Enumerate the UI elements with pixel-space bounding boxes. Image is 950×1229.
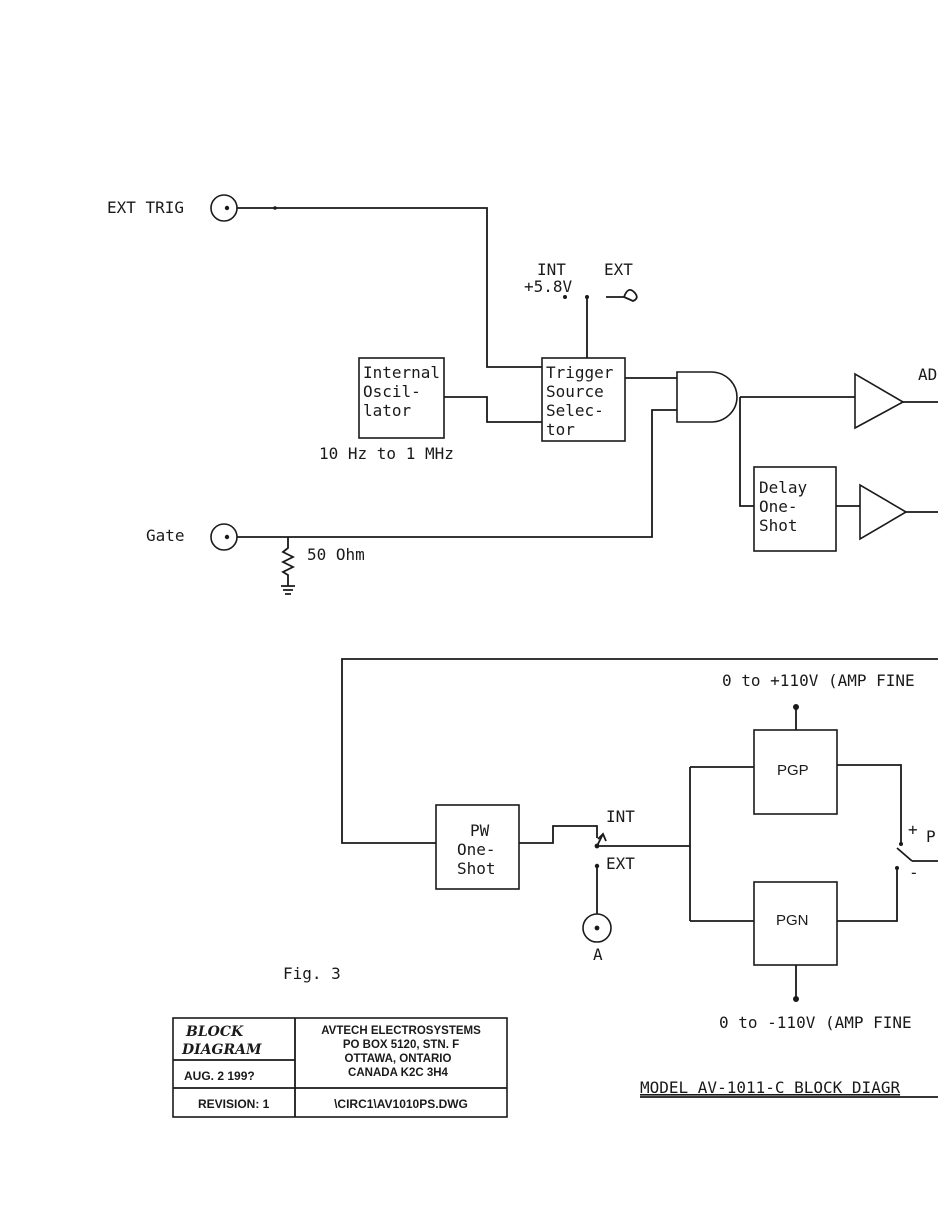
amp-positive-label: 0 to +110V (AMP FINE xyxy=(722,671,915,690)
pgp-label: PGP xyxy=(777,762,809,779)
pw-ext-contact xyxy=(594,863,600,869)
trig-line-4: tor xyxy=(546,420,575,439)
junction-dot xyxy=(273,206,277,210)
title-file-path: \CIRC1\AV1010PS.DWG xyxy=(334,1097,468,1111)
pw-line-2: One- xyxy=(457,840,496,859)
neg-output-contact xyxy=(895,866,899,870)
title-hand-line-2: DIAGRAM xyxy=(181,1042,262,1058)
trig-line-3: Selec- xyxy=(546,401,604,420)
pos-supply-terminal xyxy=(793,704,799,710)
oscillator-frequency-label: 10 Hz to 1 MHz xyxy=(319,444,454,463)
neg-supply-terminal xyxy=(793,996,799,1002)
amp-negative-label: 0 to -110V (AMP FINE xyxy=(719,1013,912,1032)
company-line-1: AVTECH ELECTROSYSTEMS xyxy=(321,1025,481,1037)
fifty-ohm-label: 50 Ohm xyxy=(307,545,365,564)
delay-line-3: Shot xyxy=(759,516,798,535)
pw-line-1: PW xyxy=(470,821,490,840)
model-title: MODEL AV-1011-C BLOCK DIAGR xyxy=(640,1078,900,1097)
title-revision: REVISION: 1 xyxy=(198,1097,270,1111)
pw-line-3: Shot xyxy=(457,859,496,878)
delay-one-shot-block xyxy=(753,466,837,552)
pw-ext-label: EXT xyxy=(606,854,635,873)
company-line-3: OTTAWA, ONTARIO xyxy=(345,1053,452,1065)
pw-int-label: INT xyxy=(606,807,635,826)
connector-a xyxy=(582,913,612,943)
trigger-source-selector-block xyxy=(541,357,626,442)
ad-label-cut: AD xyxy=(918,365,937,384)
ext-trig-connector xyxy=(210,194,238,222)
osc-line-2: Oscil- xyxy=(363,382,421,401)
pgn-block xyxy=(753,881,838,966)
int-selector-label: INT xyxy=(537,260,566,279)
pos-output-contact xyxy=(899,842,903,846)
selector-pivot-dot xyxy=(585,295,589,299)
osc-line-3: lator xyxy=(363,401,412,420)
trig-line-2: Source xyxy=(546,382,604,401)
title-hand-line-1: BLOCK xyxy=(185,1024,244,1040)
p-label-cut: P xyxy=(926,827,936,846)
company-line-2: PO BOX 5120, STN. F xyxy=(343,1039,459,1051)
minus-sign: - xyxy=(909,863,919,882)
delay-line-1: Delay xyxy=(759,478,808,497)
pgp-block xyxy=(753,729,838,815)
pw-selector-pivot xyxy=(594,843,600,849)
trig-line-1: Trigger xyxy=(546,363,614,382)
int-voltage-label: +5.8V xyxy=(524,277,573,296)
top-wiring xyxy=(226,207,938,595)
gate-connector xyxy=(210,523,238,551)
plus-sign: + xyxy=(908,820,918,839)
connector-a-label: A xyxy=(593,945,603,964)
internal-oscillator-block xyxy=(358,357,445,439)
figure-label: Fig. 3 xyxy=(283,964,341,983)
ext-selector-label: EXT xyxy=(604,260,633,279)
gate-label: Gate xyxy=(146,526,185,545)
pw-one-shot-block xyxy=(435,804,520,890)
company-line-4: CANADA K2C 3H4 xyxy=(348,1067,448,1079)
osc-line-1: Internal xyxy=(363,363,440,382)
driver-triangle-delay xyxy=(859,483,908,541)
ext-trig-label: EXT TRIG xyxy=(107,198,184,217)
title-block xyxy=(172,1017,508,1118)
bottom-wiring xyxy=(341,658,938,999)
title-date: AUG. 2 199? xyxy=(184,1069,255,1083)
pgn-label: PGN xyxy=(776,912,809,929)
driver-triangle-top xyxy=(854,372,905,430)
and-gate xyxy=(676,371,738,423)
delay-line-2: One- xyxy=(759,497,798,516)
int-contact-dot xyxy=(563,295,567,299)
